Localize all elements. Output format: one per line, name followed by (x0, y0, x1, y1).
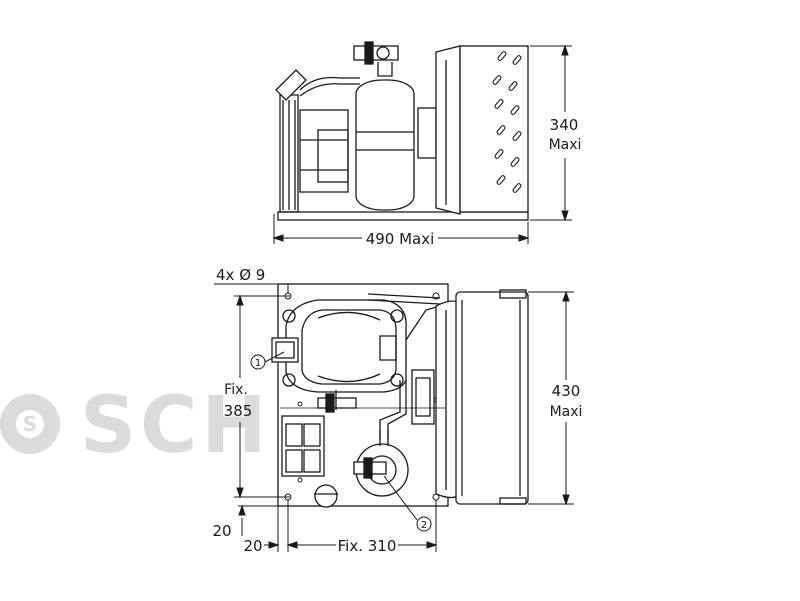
fan-motor (417, 107, 437, 159)
side-view-dimensions (272, 44, 572, 244)
offset-horizontal-label: 20 (243, 537, 262, 555)
side-height-unit: Maxi (549, 137, 582, 153)
receiver (299, 109, 349, 193)
fix-width-label: Fix. 310 (338, 537, 397, 555)
side-view (275, 41, 529, 221)
condenser-side (459, 45, 529, 213)
holes-label: 4x Ø 9 (216, 266, 265, 284)
fix-vertical-label: Fix. (224, 382, 248, 398)
condenser-top (455, 291, 529, 505)
callout-2-circle (416, 516, 432, 532)
compressor-side (355, 79, 415, 211)
hole-icon (432, 292, 440, 300)
side-height-value: 340 (550, 116, 579, 134)
capacitor (314, 484, 338, 508)
offset-vertical-label: 20 (212, 522, 231, 540)
top-view-dimensions (214, 283, 574, 552)
watermark-logo-letter: S (23, 412, 37, 436)
service-valve (353, 45, 399, 61)
fan-motor-top (411, 369, 435, 425)
top-view (271, 283, 529, 508)
base-plate-side (277, 211, 529, 221)
compressor-top (285, 299, 407, 393)
callout-1-label: 1 (255, 358, 261, 369)
fan-blade (435, 45, 461, 215)
callouts (250, 351, 432, 532)
depth-value: 430 (552, 382, 581, 400)
callout-2-label: 2 (421, 520, 427, 531)
depth-unit: Maxi (550, 404, 583, 420)
side-width-label: 490 Maxi (366, 230, 435, 248)
fix-vertical-value: 385 (224, 402, 253, 420)
